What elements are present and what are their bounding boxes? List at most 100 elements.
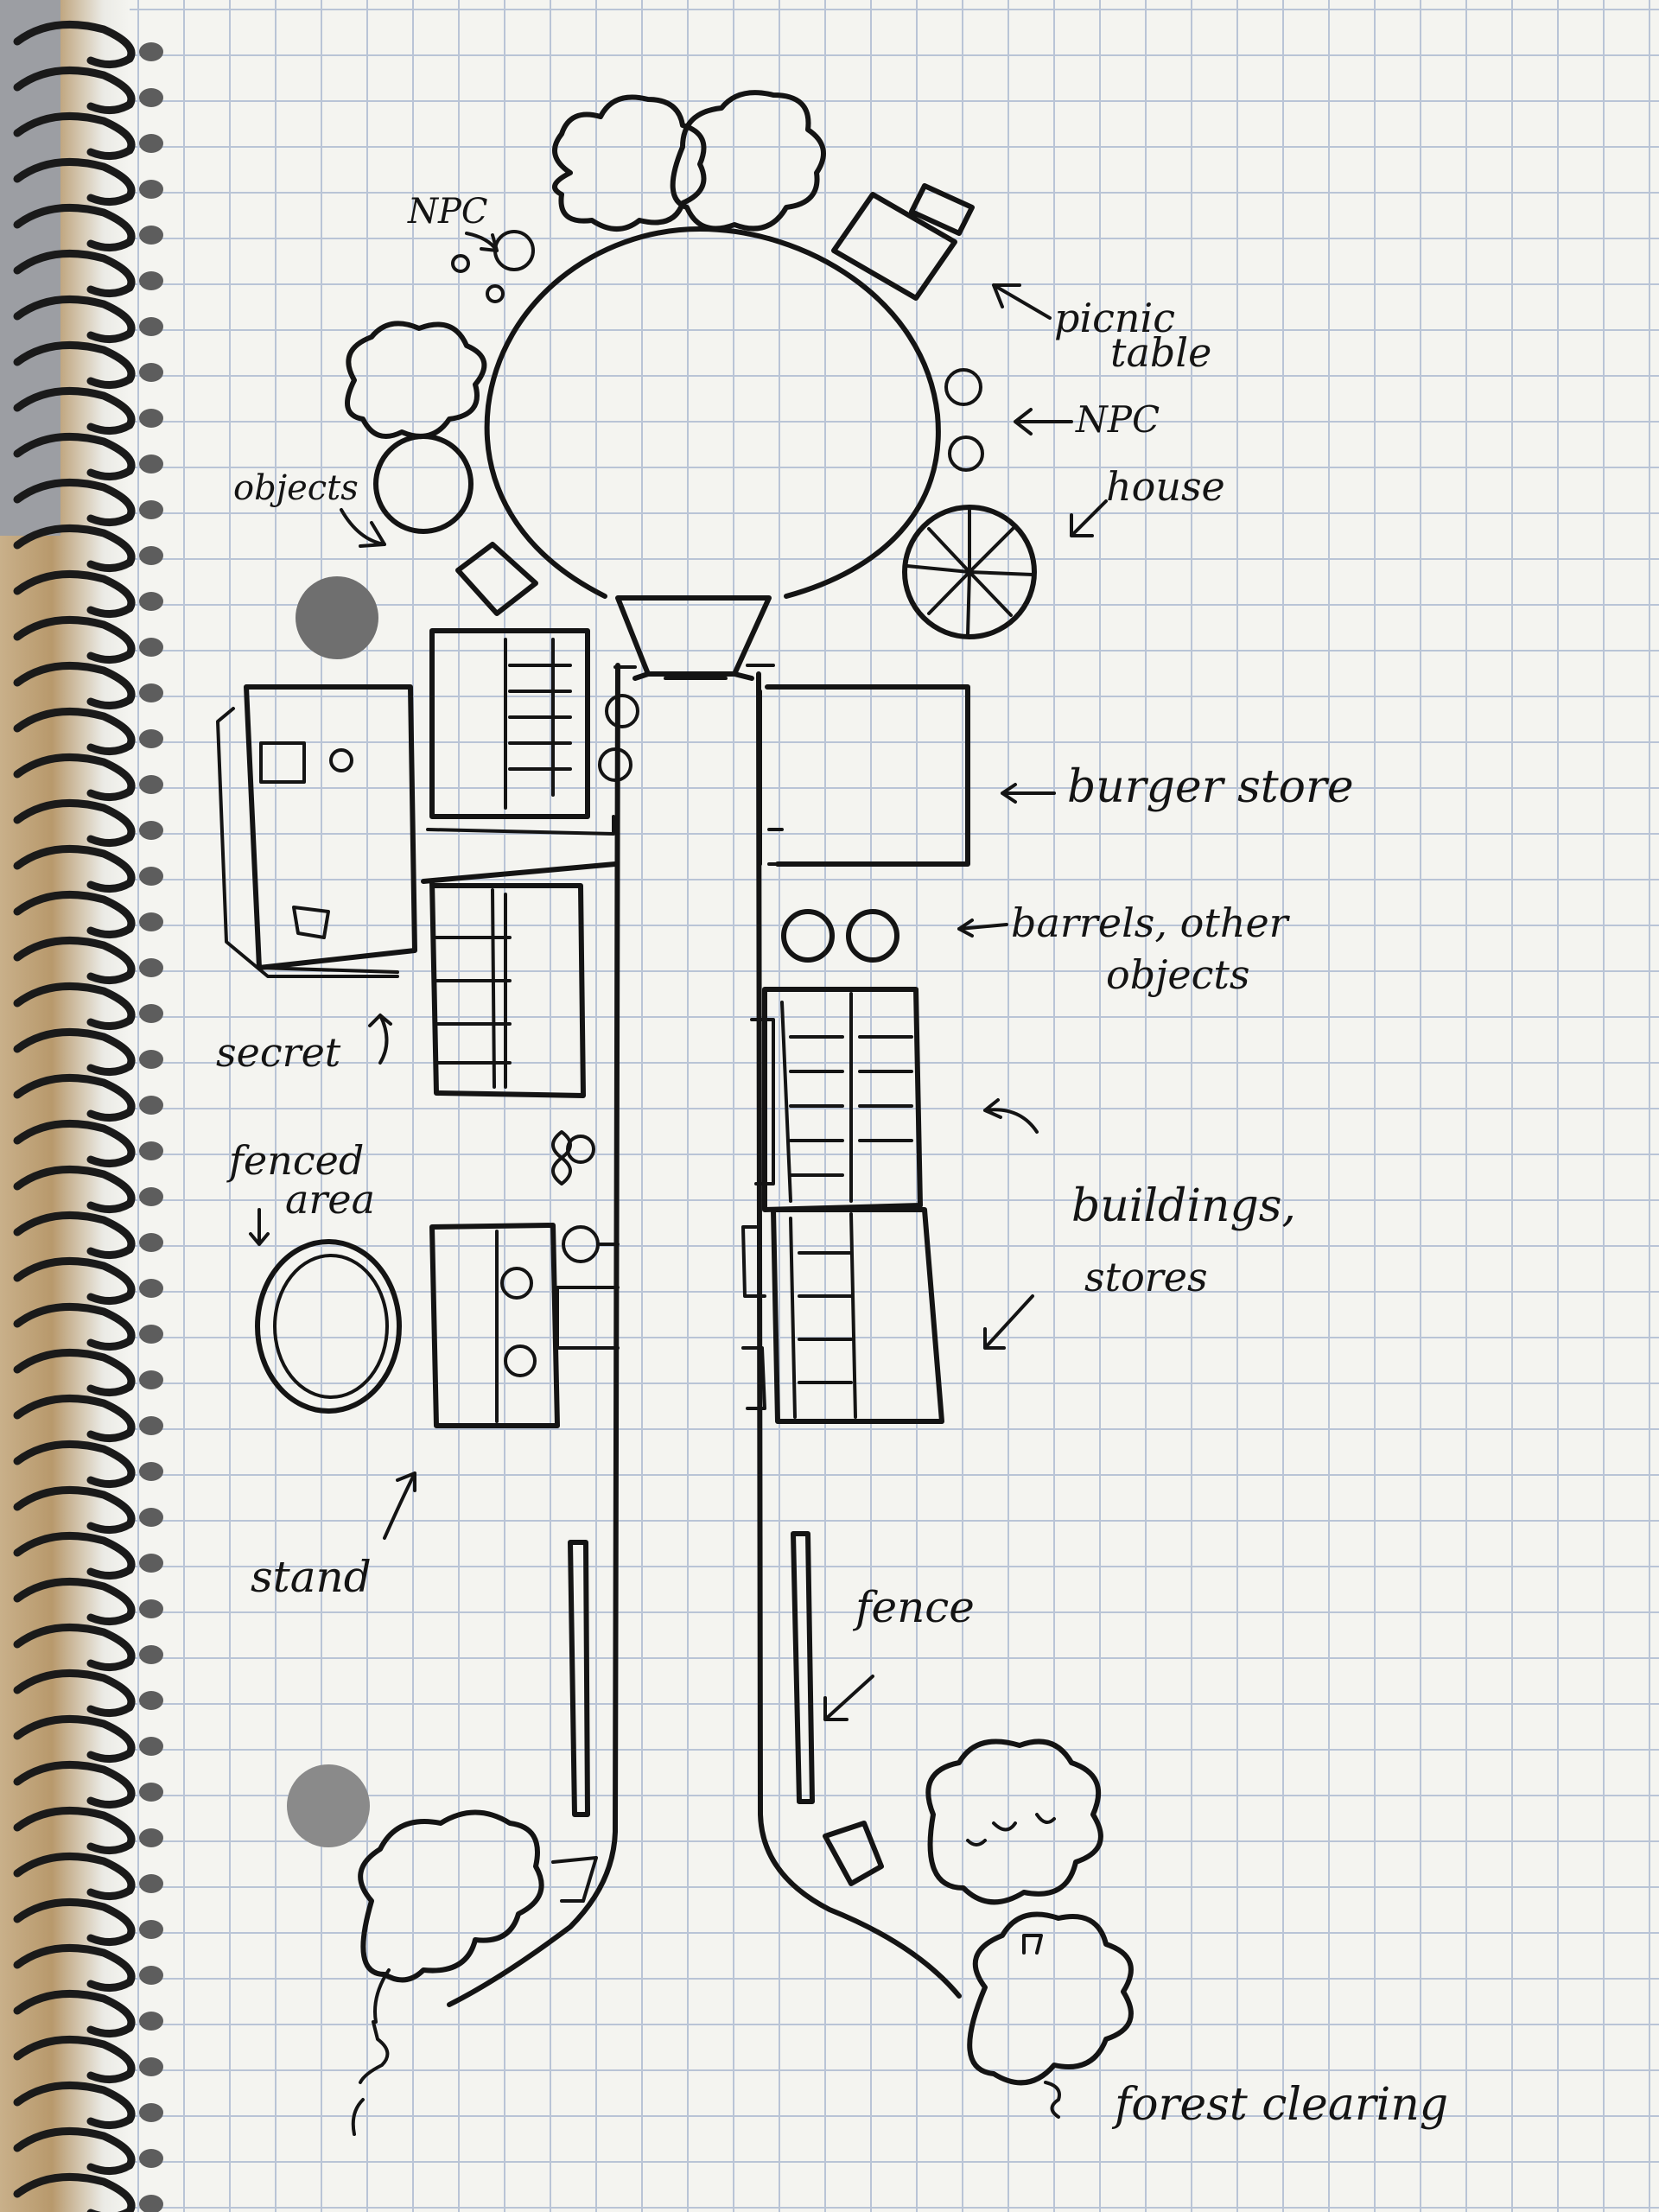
label-table: table xyxy=(1110,329,1212,376)
barrel-right-1 xyxy=(781,909,835,963)
binding-hole xyxy=(139,2103,163,2122)
object-8-shape xyxy=(551,1130,572,1185)
secret-circle xyxy=(329,748,353,772)
spiral-coil xyxy=(13,1806,136,1854)
binding-hole xyxy=(139,271,163,290)
spiral-coil xyxy=(13,844,136,893)
binding-hole xyxy=(139,134,163,153)
spiral-coil xyxy=(13,1348,136,1396)
spiral-coil xyxy=(13,936,136,984)
spiral-coil xyxy=(13,524,136,572)
binding-hole xyxy=(139,821,163,840)
label-fence: fence xyxy=(855,1582,975,1632)
binding-hole xyxy=(139,454,163,474)
building-left-1-lines xyxy=(426,638,615,836)
barrel-left-1 xyxy=(605,694,639,728)
stand-circle-2 xyxy=(504,1344,537,1377)
fence-right xyxy=(791,1531,815,1804)
binding-hole xyxy=(139,912,163,931)
binding-hole xyxy=(139,2195,163,2212)
label-barrels: barrels, other xyxy=(1011,899,1288,946)
buildings-arrow-1 xyxy=(983,1098,1039,1134)
spiral-coil xyxy=(13,2035,136,2083)
binding-hole xyxy=(139,1874,163,1893)
binding-hole xyxy=(139,775,163,794)
npc-circle-1 xyxy=(493,230,535,271)
binding-hole xyxy=(139,2012,163,2031)
binding-hole xyxy=(139,1416,163,1435)
spiral-coil xyxy=(13,478,136,526)
binding-hole xyxy=(139,1004,163,1023)
label-objects: objects xyxy=(233,468,359,508)
tree-bottom-left xyxy=(358,1809,544,1983)
binding-hole xyxy=(139,1645,163,1664)
label-house: house xyxy=(1106,463,1225,510)
binding-hole xyxy=(139,1279,163,1298)
binding-hole xyxy=(139,2057,163,2076)
spiral-coil xyxy=(13,1943,136,1992)
spiral-coil xyxy=(13,111,136,160)
binding-hole xyxy=(139,180,163,199)
spiral-coil xyxy=(13,1027,136,1076)
tree-bottom-right-1 xyxy=(925,1738,1103,1905)
building-right-2 xyxy=(771,1207,944,1424)
spiral-coil xyxy=(13,798,136,847)
plaza-circle xyxy=(484,226,941,599)
fenced-arrow xyxy=(249,1208,270,1246)
punch-hole-bottom xyxy=(287,1764,370,1847)
binding-hole xyxy=(139,1828,163,1847)
spiral-coil xyxy=(13,1256,136,1305)
spiral-coil xyxy=(13,203,136,251)
label-fenced: fenced xyxy=(229,1137,365,1184)
spiral-coil xyxy=(13,890,136,938)
spiral-coil xyxy=(13,2081,136,2129)
spiral-coil xyxy=(13,982,136,1030)
fence-arrow xyxy=(823,1675,874,1721)
building-left-2-lines xyxy=(435,888,512,1089)
binding-hole xyxy=(139,500,163,519)
binding-hole xyxy=(139,546,163,565)
object-circle xyxy=(373,434,474,534)
binding-hole xyxy=(139,729,163,748)
spiral-coil xyxy=(13,432,136,480)
house-arrow xyxy=(1070,499,1108,537)
label-forest-clearing: forest clearing xyxy=(1115,2079,1449,2131)
spiral-binding xyxy=(13,20,163,2212)
binding-hole xyxy=(139,638,163,657)
bottom-small-stand xyxy=(551,1856,598,1903)
binding-hole xyxy=(139,1370,163,1389)
barrels-arrow xyxy=(957,918,1008,938)
secret-building-outline xyxy=(216,707,399,978)
spiral-coil xyxy=(13,1073,136,1122)
binding-hole xyxy=(139,1462,163,1481)
label-barrels-objects: objects xyxy=(1106,951,1250,998)
spiral-coil xyxy=(13,753,136,801)
burger-store-wall xyxy=(759,690,784,866)
stand-arrow xyxy=(383,1471,416,1540)
spiral-coil xyxy=(13,1394,136,1442)
label-secret: secret xyxy=(216,1029,341,1076)
spiral-coil xyxy=(13,615,136,664)
spiral-coil xyxy=(13,249,136,297)
spiral-coil xyxy=(13,386,136,435)
binding-hole xyxy=(139,317,163,336)
stand-building xyxy=(429,1223,560,1428)
binding-hole xyxy=(139,592,163,611)
house-spokes xyxy=(906,508,1034,637)
spiral-coil xyxy=(13,1852,136,1900)
binding-hole xyxy=(139,1096,163,1115)
npc-circle-2 xyxy=(451,254,470,273)
building-right-1 xyxy=(762,987,923,1212)
binding-hole xyxy=(139,867,163,886)
label-npc-right: NPC xyxy=(1076,398,1160,441)
binding-hole xyxy=(139,1508,163,1527)
spiral-coil xyxy=(13,1897,136,1946)
building-right-2-lines xyxy=(741,1212,857,1419)
spiral-coil xyxy=(13,1165,136,1213)
building-left-1 xyxy=(429,628,590,819)
spiral-coil xyxy=(13,20,136,68)
spiral-coil xyxy=(13,1211,136,1259)
spiral-coil xyxy=(13,1302,136,1351)
secret-box-2 xyxy=(292,906,330,939)
binding-hole xyxy=(139,683,163,702)
